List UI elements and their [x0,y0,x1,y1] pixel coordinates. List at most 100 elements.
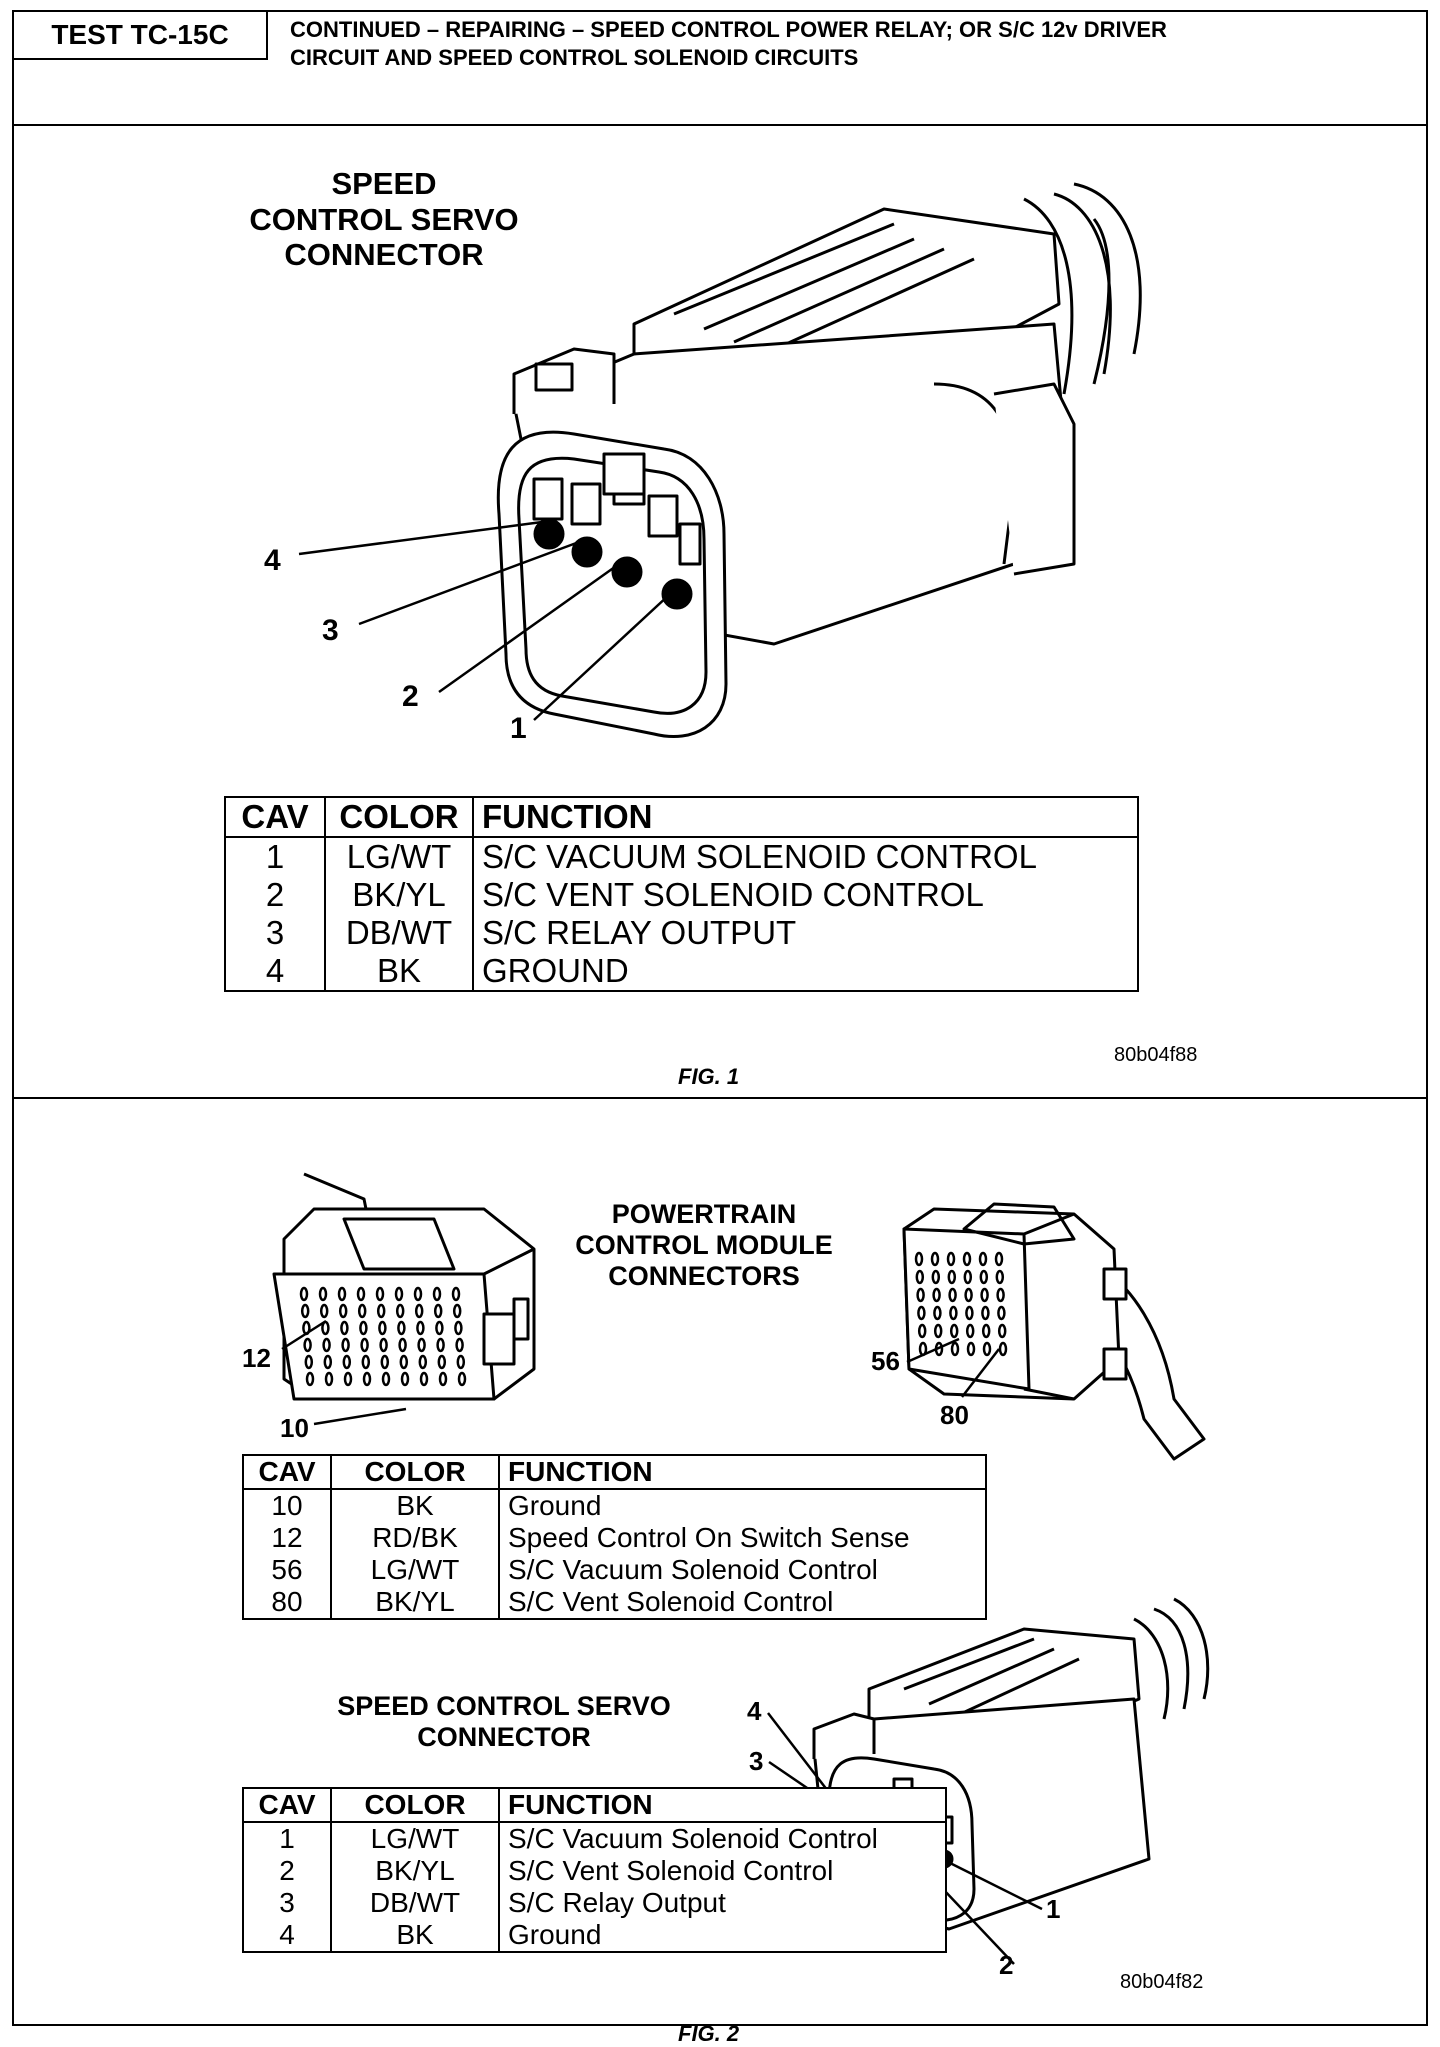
cell-function: S/C VENT SOLENOID CONTROL [472,876,1138,914]
figure-1-code: 80b04f88 [1114,1044,1198,1066]
table-row: 1 LG/WT S/C VACUUM SOLENOID CONTROL [225,837,1138,876]
connector-terminal [381,1371,391,1387]
connector-terminal [915,1269,925,1285]
servo2-pin-label-4: 4 [747,1696,762,1726]
cell-color: LG/WT [330,1822,499,1855]
table-row: 4 BK GROUND [225,952,1138,991]
connector-terminal [304,1354,314,1370]
col-color: COLOR [324,797,473,838]
connector-terminal [916,1287,925,1303]
connector-terminal [949,1305,958,1321]
cell-cav: 4 [279,1919,295,1950]
cell-cav: 1 [265,838,285,875]
connector-terminal [979,1269,989,1285]
cell-color: LG/WT [324,837,473,876]
servo2-title-line-1: SPEED CONTROL SERVO [337,1691,671,1721]
servo-pinout-table: CAV COLOR FUNCTION 1 LG/WT S/C VACUUM SO… [224,796,1139,992]
cell-cav: 3 [265,914,285,951]
servo-title-line-2: CONTROL SERVO [249,201,519,237]
connector-terminal [435,1320,444,1336]
connector-terminal [362,1371,372,1387]
cell-cav: 10 [271,1490,303,1521]
connector-terminal [394,1286,404,1302]
pcm-title-line-1: POWERTRAIN [611,1199,797,1229]
figure-1-caption: FIG. 1 [678,1064,740,1089]
cell-function: S/C Relay Output [498,1887,946,1919]
cell-function: S/C Vent Solenoid Control [498,1586,986,1619]
servo2-pin-label-2: 2 [999,1950,1014,1980]
cell-color: LG/WT [330,1554,499,1586]
connector-terminal [914,1251,924,1267]
connector-terminal [949,1323,959,1339]
connector-terminal [337,1286,347,1302]
cell-cav: 2 [279,1855,295,1886]
pcm-pin-label-80: 80 [940,1400,969,1430]
connector-terminal [378,1320,387,1336]
connector-terminal [432,1286,442,1302]
connector-terminal [456,1354,466,1370]
connector-terminal [947,1269,957,1285]
header-title-line-1: CONTINUED – REPAIRING – SPEED CONTROL PO… [290,17,1167,42]
cell-cav: 1 [279,1823,295,1854]
col-function: FUNCTION [472,797,1138,838]
pcm-title-line-2: CONTROL MODULE [575,1230,833,1261]
cell-function: S/C RELAY OUTPUT [472,914,1138,952]
header-title-line-2: CIRCUIT AND SPEED CONTROL SOLENOID CIRCU… [290,45,859,70]
cell-cav: 12 [271,1522,303,1553]
connector-terminal [962,1251,972,1267]
table-row: 2 BK/YL S/C VENT SOLENOID CONTROL [225,876,1138,914]
cell-color: DB/WT [324,914,473,952]
servo-title-line-1: SPEED [331,166,437,201]
cell-color: BK/YL [330,1586,499,1619]
connector-terminal [303,1337,312,1353]
connector-terminal [416,1320,425,1336]
connector-terminal [413,1286,423,1302]
connector-terminal [342,1354,352,1370]
col-color: COLOR [330,1455,499,1490]
connector-terminal [965,1323,975,1339]
pin-label-3: 3 [322,614,339,647]
connector-terminal [433,1303,443,1319]
connector-terminal [418,1354,428,1370]
connector-terminal [398,1337,407,1353]
connector-terminal [341,1337,350,1353]
figure-2-code: 80b04f82 [1120,1971,1204,1993]
servo-connector-title: SPEED CONTROL SERVO CONNECTOR [204,166,564,273]
cell-cav: 4 [265,952,285,989]
connector-terminal [946,1251,956,1267]
connector-terminal [357,1303,367,1319]
connector-terminal [917,1323,927,1339]
pin-label-1: 1 [510,712,527,745]
cell-function: Speed Control On Switch Sense [498,1522,986,1554]
connector-terminal [380,1354,390,1370]
connector-terminal [397,1320,406,1336]
connector-terminal [324,1371,334,1387]
table-header-row: CAV COLOR FUNCTION [225,797,1138,838]
connector-terminal [981,1305,990,1321]
cell-function: S/C Vacuum Solenoid Control [498,1822,946,1855]
cell-function: S/C Vent Solenoid Control [498,1855,946,1887]
connector-terminal [994,1251,1004,1267]
connector-terminal [454,1320,463,1336]
figure-2-caption: FIG. 2 [678,2021,740,2046]
cell-color: DB/WT [330,1887,499,1919]
header-title: CONTINUED – REPAIRING – SPEED CONTROL PO… [290,16,1420,72]
connector-terminal [997,1305,1006,1321]
pin-label-4: 4 [264,544,281,577]
col-cav: CAV [225,797,325,838]
connector-terminal [998,1341,1008,1357]
connector-terminal [931,1269,941,1285]
col-cav: CAV [243,1455,331,1490]
pcm-title-line-3: CONNECTORS [608,1261,800,1292]
connector-terminal [950,1341,960,1357]
connector-terminal [964,1287,973,1303]
col-cav: CAV [243,1788,331,1823]
connector-terminal [359,1320,368,1336]
connector-terminal [419,1371,429,1387]
col-function: FUNCTION [498,1455,986,1490]
cell-cav: 3 [279,1887,295,1918]
